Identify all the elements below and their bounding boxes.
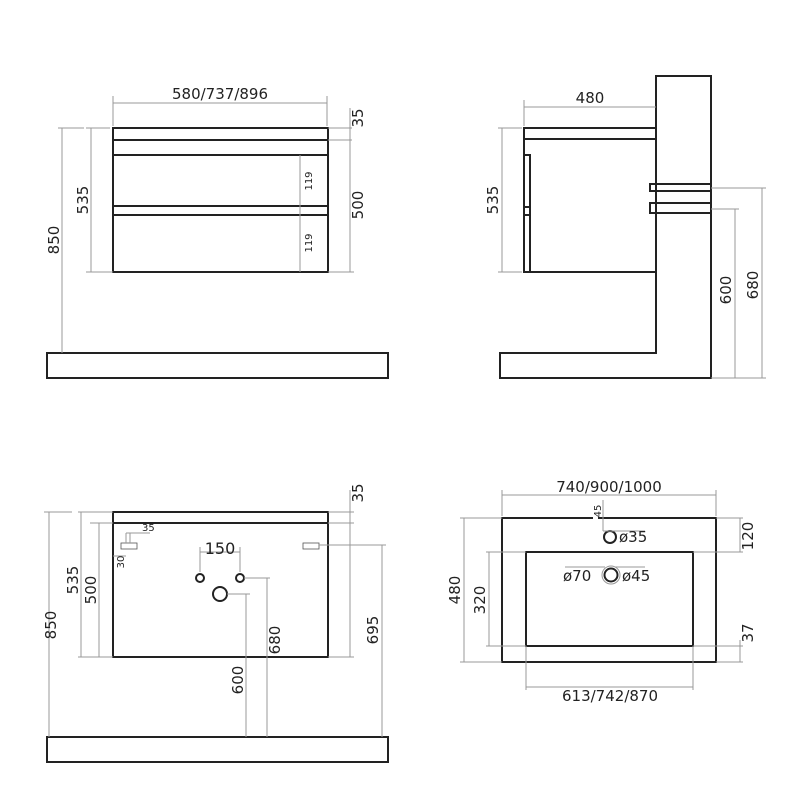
back-cabinet-height-label: 535 — [64, 566, 82, 595]
front-margin-label: 37 — [739, 623, 757, 642]
bracket-left — [120, 542, 138, 550]
pipe-spacing-label: 150 — [205, 539, 236, 558]
bracket-low-label: 600 — [717, 276, 735, 305]
body-height-label: 500 — [349, 191, 367, 220]
floor — [46, 736, 389, 763]
bowl-depth-label: 320 — [471, 586, 489, 615]
drawer-2-label: 119 — [304, 233, 315, 252]
back-bracket-height-label: 695 — [364, 616, 382, 645]
cabinet-side — [523, 127, 657, 273]
width-label: 580/737/896 — [172, 85, 268, 103]
bowl-outline — [525, 551, 694, 647]
drain-height-label: 600 — [229, 666, 247, 695]
floor-height-label: 850 — [45, 226, 63, 255]
cabinet-back — [112, 511, 329, 658]
front-view: 580/737/896 35 500 535 850 119 119 — [45, 85, 389, 379]
bracket-offset-y-label: 30 — [116, 556, 127, 569]
outer-width-label: 740/900/1000 — [556, 478, 662, 496]
back-total-height-label: 850 — [42, 611, 60, 640]
back-view: 35 30 150 35 850 535 500 680 600 695 — [42, 483, 389, 763]
tap-hole — [603, 530, 617, 544]
drain-ring — [601, 565, 621, 585]
drain-outer-label: ø70 — [563, 567, 591, 585]
side-view: 480 535 600 680 — [484, 75, 766, 379]
total-height-label: 535 — [74, 186, 92, 215]
wall-and-floor — [499, 75, 712, 379]
top-thickness-label: 35 — [349, 108, 367, 127]
pipe-height-label: 680 — [266, 626, 284, 655]
side-height-label: 535 — [484, 186, 502, 215]
back-margin-label: 120 — [739, 522, 757, 551]
inner-width-label: 613/742/870 — [562, 687, 658, 705]
bracket-right — [302, 542, 320, 550]
tap-offset-label: 45 — [593, 505, 604, 518]
bracket-offset-x-label: 35 — [142, 523, 155, 534]
cabinet-front — [112, 127, 329, 273]
door-profile — [523, 154, 531, 273]
drain-hole — [212, 586, 228, 602]
back-top-thickness-label: 35 — [349, 483, 367, 502]
pipe-hole-right — [235, 573, 245, 583]
drawer-1-label: 119 — [304, 171, 315, 190]
pipe-hole-left — [195, 573, 205, 583]
tap-hole-label: ø35 — [619, 528, 647, 546]
basin-outline — [501, 517, 717, 663]
depth-label: 480 — [576, 89, 605, 107]
bracket-high-label: 680 — [744, 271, 762, 300]
top-view: 740/900/1000 613/742/870 480 320 120 37 … — [446, 478, 757, 705]
drain-inner-label: ø45 — [622, 567, 650, 585]
bracket-low — [649, 202, 712, 214]
back-body-height-label: 500 — [82, 576, 100, 605]
basin-depth-label: 480 — [446, 576, 464, 605]
bracket-high — [649, 183, 712, 192]
drain — [603, 567, 619, 583]
floor — [46, 352, 389, 379]
